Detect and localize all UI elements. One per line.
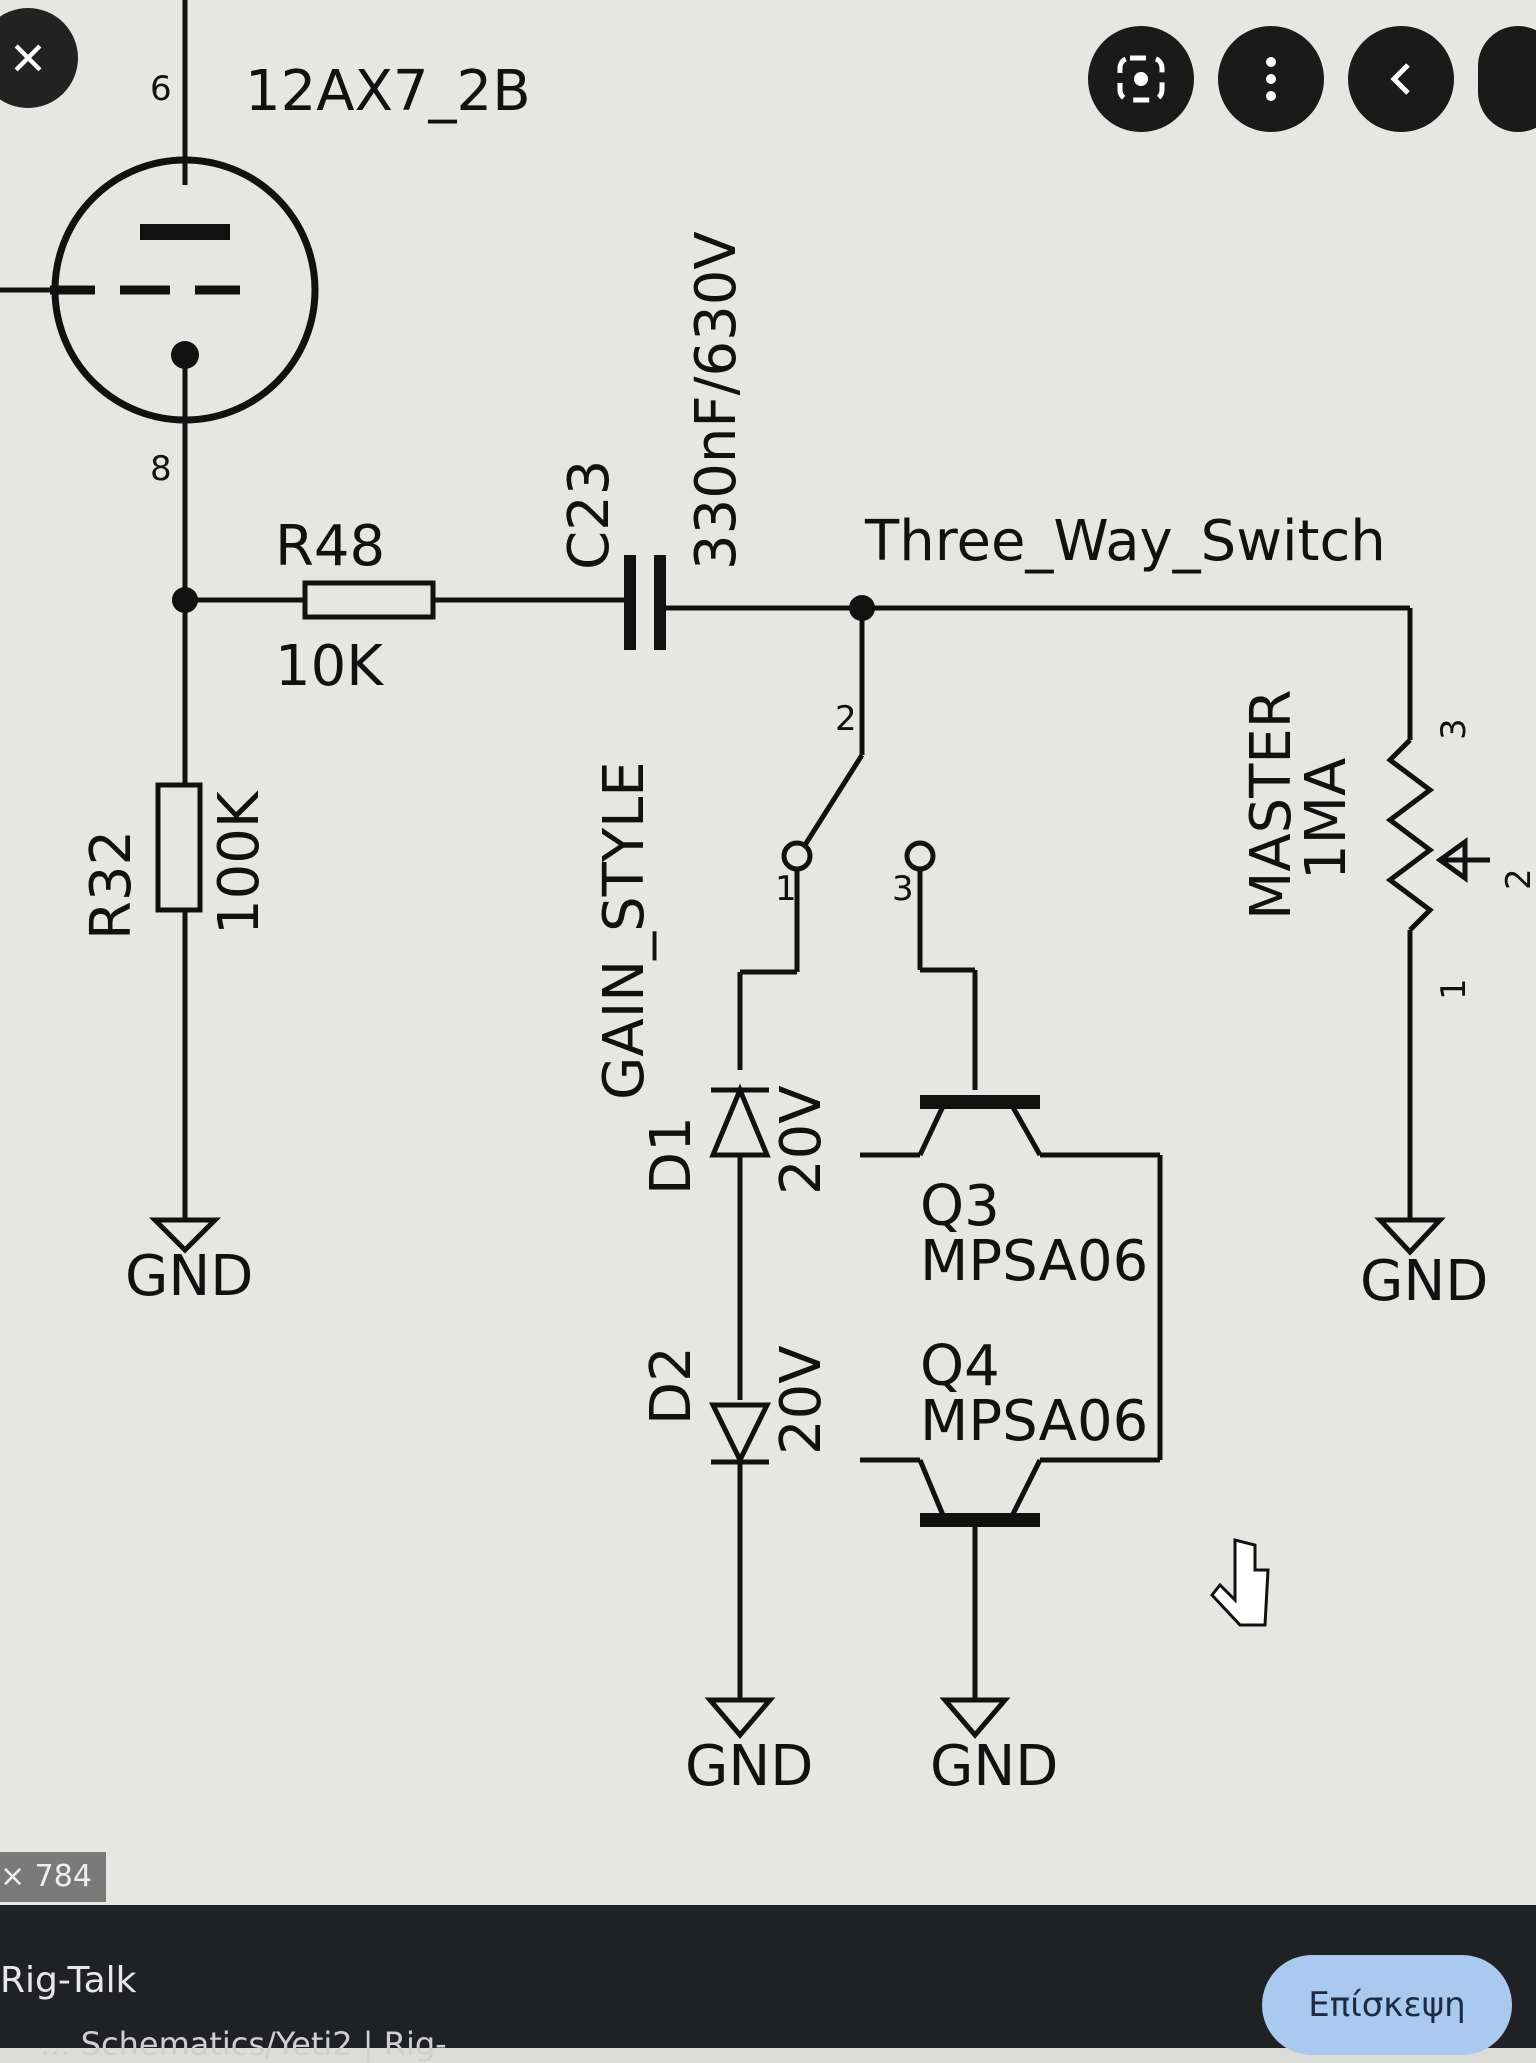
- lens-icon: [1117, 55, 1165, 103]
- r32-value: 100K: [207, 790, 272, 935]
- image-size-label: × 784: [0, 1852, 106, 1902]
- pot-pin1: 1: [1434, 978, 1474, 1000]
- gnd-label-pot: GND: [1360, 1249, 1488, 1314]
- d2-value: 20V: [769, 1345, 834, 1455]
- q4-value: MPSA06: [920, 1389, 1148, 1454]
- q4-label: Q4: [920, 1334, 1000, 1399]
- pot-label: MASTER: [1239, 689, 1304, 920]
- forward-button[interactable]: [1478, 26, 1536, 132]
- pot-value: 1MA: [1294, 758, 1359, 880]
- r48-label: R48: [275, 514, 385, 579]
- close-button[interactable]: ×: [0, 8, 78, 108]
- c23-label: C23: [557, 460, 622, 570]
- schematic-image: 12AX7_2B 6 8 R48 10K R32 100K C23 330nF/…: [0, 0, 1536, 1799]
- q3-value: MPSA06: [920, 1229, 1148, 1294]
- switch-label: GAIN_STYLE: [592, 761, 657, 1100]
- r48-resistor: [302, 580, 436, 620]
- gnd-label-q4: GND: [930, 1734, 1058, 1799]
- tube-label: 12AX7_2B: [245, 59, 531, 124]
- switch-pin3: 3: [892, 869, 914, 909]
- c23-value: 330nF/630V: [684, 231, 749, 570]
- switch-pin1: 1: [775, 869, 797, 909]
- visit-button[interactable]: Επίσκεψη: [1262, 1955, 1512, 2055]
- back-button[interactable]: [1348, 26, 1454, 132]
- tube-pin6: 6: [150, 69, 172, 109]
- r32-label: R32: [79, 830, 144, 940]
- d1-label: D1: [639, 1116, 704, 1195]
- more-icon: [1266, 57, 1276, 101]
- d1-value: 20V: [769, 1085, 834, 1195]
- lens-button[interactable]: [1088, 26, 1194, 132]
- more-button[interactable]: [1218, 26, 1324, 132]
- close-icon: ×: [10, 24, 46, 91]
- master-pot: [1385, 738, 1435, 932]
- net-label: Three_Way_Switch: [864, 509, 1386, 574]
- r32-resistor: [155, 782, 203, 913]
- page-title[interactable]: ... Schematics/Yeti2 | Rig-: [40, 2025, 447, 2063]
- q3-label: Q3: [920, 1174, 1000, 1239]
- tube-pin8: 8: [150, 449, 172, 489]
- r48-value: 10K: [275, 634, 384, 699]
- gnd-label-r32: GND: [125, 1244, 253, 1309]
- pot-pin2: 2: [1499, 868, 1536, 890]
- hand-cursor-icon: [1210, 1538, 1270, 1627]
- back-icon: [1390, 63, 1410, 95]
- switch-pin2: 2: [835, 699, 857, 739]
- gnd-label-d2: GND: [685, 1734, 813, 1799]
- site-name[interactable]: Rig-Talk: [0, 1960, 137, 2001]
- d2-label: D2: [639, 1346, 704, 1425]
- image-viewer: 12AX7_2B 6 8 R48 10K R32 100K C23 330nF/…: [0, 0, 1536, 1905]
- pot-pin3: 3: [1434, 718, 1474, 740]
